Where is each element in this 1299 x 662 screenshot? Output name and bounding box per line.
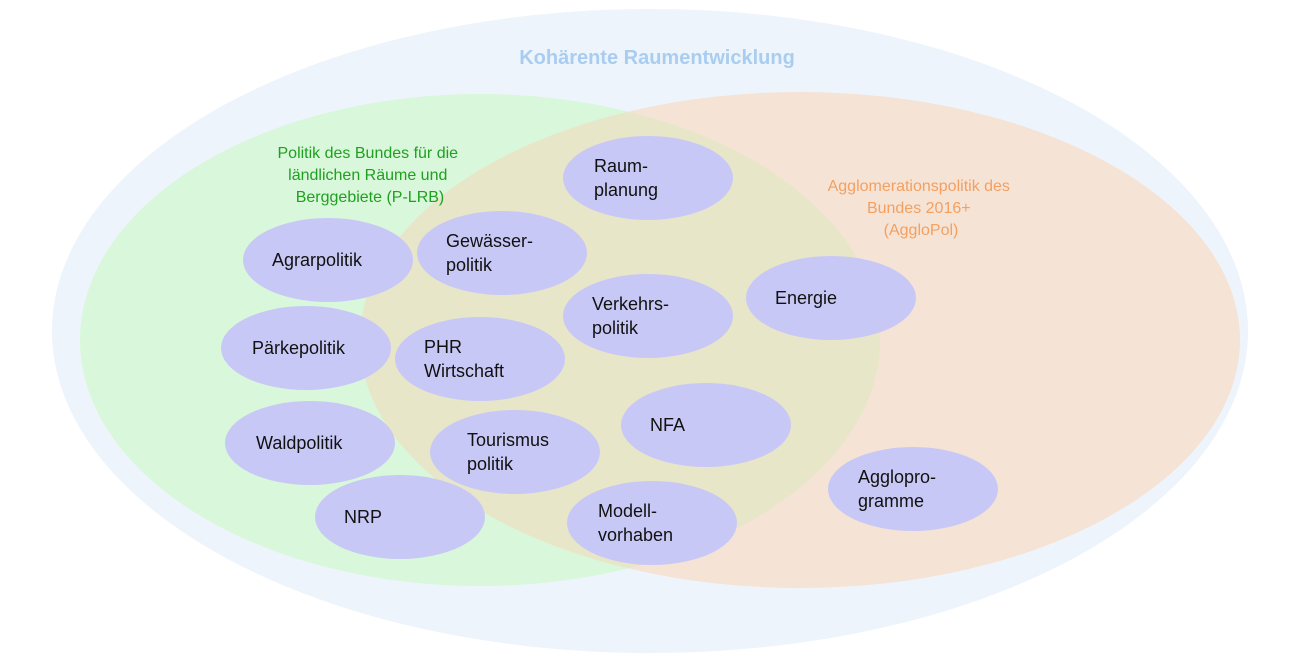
policy-node-label: NFA [650, 415, 685, 435]
policy-node-modellvorhaben: Modell-vorhaben [567, 481, 737, 565]
policy-node-label-line: politik [467, 454, 514, 474]
policy-node-label-line: NFA [650, 415, 685, 435]
policy-node-label: Pärkepolitik [252, 338, 346, 358]
policy-node-label: PHR Wirtschaft [424, 337, 504, 381]
policy-node-label: Modell-vorhaben [598, 501, 673, 545]
agglo-label-line: (AggloPol) [884, 222, 959, 239]
policy-node-raumplanung: Raum-planung [563, 136, 733, 220]
policy-node-verkehrspolitik: Verkehrs-politik [563, 274, 733, 358]
policy-node-ellipse [621, 383, 791, 467]
policy-node-label-line: vorhaben [598, 525, 673, 545]
policy-node-label: Waldpolitik [256, 433, 343, 453]
rural-policy-label: Politik des Bundes für die ländlichen Rä… [278, 145, 463, 206]
policy-node-label: Raum-planung [594, 156, 658, 200]
policy-node-label-line: politik [446, 255, 493, 275]
policy-node-label-line: planung [594, 180, 658, 200]
policy-node-label-line: Agglopro- [858, 467, 936, 487]
policy-node-ellipse [746, 256, 916, 340]
policy-node-label-line: politik [592, 318, 639, 338]
policy-node-ellipse [430, 410, 600, 494]
policy-node-label-line: Tourismus [467, 430, 549, 450]
policy-node-label: Tourismus politik [467, 430, 549, 474]
policy-node-ellipse [417, 211, 587, 295]
policy-node-label-line: Raum- [594, 156, 648, 176]
policy-node-label-line: Waldpolitik [256, 433, 343, 453]
agglo-label-line: Agglomerationspolitik des [828, 178, 1010, 195]
policy-node-label-line: NRP [344, 507, 382, 527]
policy-node-label: Agglopro-gramme [858, 467, 936, 511]
diagram-title: Kohärente Raumentwicklung [519, 47, 795, 69]
policy-node-label-line: Modell- [598, 501, 657, 521]
policy-node-ellipse [563, 274, 733, 358]
agglo-policy-label: Agglomerationspolitik des Bundes 2016+ (… [828, 178, 1015, 239]
policy-node-ellipse [225, 401, 395, 485]
policy-node-ellipse [243, 218, 413, 302]
policy-node-paerkepolitik: Pärkepolitik [221, 306, 391, 390]
policy-node-label-line: Wirtschaft [424, 361, 504, 381]
policy-node-label-line: Agrarpolitik [272, 250, 363, 270]
policy-node-label: NRP [344, 507, 382, 527]
policy-node-label-line: gramme [858, 491, 924, 511]
policy-node-energie: Energie [746, 256, 916, 340]
policy-node-agglo-programme: Agglopro-gramme [828, 447, 998, 531]
rural-label-line: ländlichen Räume und [288, 167, 447, 184]
policy-node-label-line: Verkehrs- [592, 294, 669, 314]
policy-node-agrarpolitik: Agrarpolitik [243, 218, 413, 302]
policy-node-label-line: Gewässer- [446, 231, 533, 251]
policy-node-label: Energie [775, 288, 837, 308]
policy-node-label-line: Energie [775, 288, 837, 308]
policy-node-nrp: NRP [315, 475, 485, 559]
policy-node-phr-wirtschaft: PHR Wirtschaft [395, 317, 565, 401]
policy-node-tourismuspolitik: Tourismus politik [430, 410, 600, 494]
policy-node-label: Gewässer-politik [446, 231, 533, 275]
policy-node-waldpolitik: Waldpolitik [225, 401, 395, 485]
rural-label-line: Berggebiete (P-LRB) [296, 189, 445, 206]
policy-node-ellipse [395, 317, 565, 401]
policy-node-ellipse [221, 306, 391, 390]
policy-node-label: Verkehrs-politik [592, 294, 669, 338]
policy-node-gewaesserpolitik: Gewässer-politik [417, 211, 587, 295]
rural-label-line: Politik des Bundes für die [278, 145, 459, 162]
policy-node-nfa: NFA [621, 383, 791, 467]
policy-node-label: Agrarpolitik [272, 250, 363, 270]
agglo-label-line: Bundes 2016+ [867, 200, 971, 217]
policy-node-label-line: PHR [424, 337, 462, 357]
policy-node-label-line: Pärkepolitik [252, 338, 346, 358]
policy-node-ellipse [315, 475, 485, 559]
policy-node-ellipse [828, 447, 998, 531]
policy-node-ellipse [563, 136, 733, 220]
policy-node-ellipse [567, 481, 737, 565]
